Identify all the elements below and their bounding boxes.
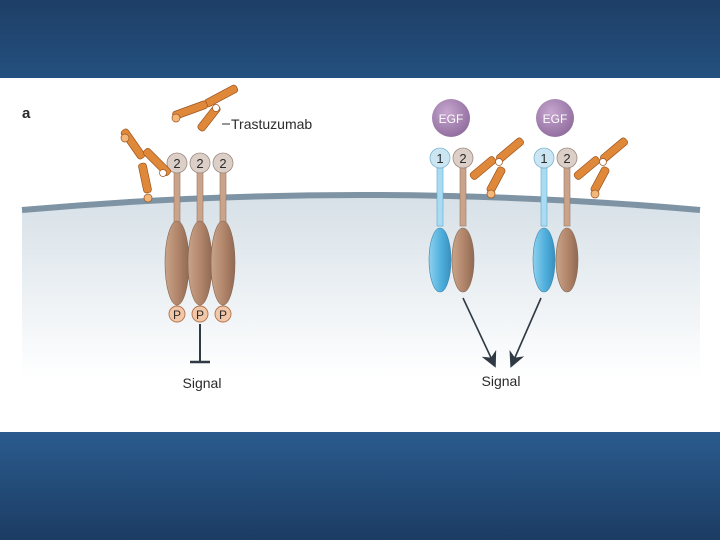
egfr-receptor-2 (532, 147, 556, 293)
egf-ligand (536, 99, 574, 137)
bottom-banner (0, 432, 720, 540)
receptor-diagram: a 2 2 2 P P P Signal Trastuzumab (0, 78, 720, 432)
her2-receptor-2 (187, 169, 213, 306)
domain-circle (189, 152, 211, 174)
domain-label: 2 (459, 151, 466, 166)
her2-receptor-1 (164, 169, 190, 306)
cell-membrane (21, 192, 701, 213)
antibody-bound (120, 128, 171, 203)
phosphate-label: P (196, 308, 204, 322)
her2-receptor-3 (210, 169, 236, 306)
egf-label: EGF (439, 112, 464, 126)
her2-partner-1 (451, 147, 475, 293)
antibody-free (171, 84, 239, 132)
antibody-bound-right-1 (469, 137, 524, 199)
egf-label: EGF (543, 112, 568, 126)
signal-arrow (509, 297, 542, 368)
domain-label: 1 (436, 151, 443, 166)
panel-label: a (22, 105, 31, 122)
domain-circle (212, 152, 234, 174)
antibody-bound-right-2 (573, 137, 628, 199)
left-signal-label: Signal (183, 375, 222, 391)
egf-ligand (432, 99, 470, 137)
domain-label: 2 (173, 156, 180, 171)
her2-partner-2 (555, 147, 579, 293)
phosphate-circle (214, 305, 232, 323)
domain-label: 2 (196, 156, 203, 171)
cytoplasm (22, 195, 700, 378)
trastuzumab-label: Trastuzumab (231, 116, 312, 132)
top-banner (0, 0, 720, 78)
phosphate-label: P (219, 308, 227, 322)
diagram-canvas: a 2 2 2 P P P Signal Trastuzumab (21, 84, 701, 391)
domain-circle (166, 152, 188, 174)
phosphate-circle (168, 305, 186, 323)
egfr-receptor-1 (428, 147, 452, 293)
phosphate-circle (191, 305, 209, 323)
domain-label: 1 (540, 151, 547, 166)
domain-label: 2 (219, 156, 226, 171)
signal-arrow (462, 297, 497, 368)
phosphate-label: P (173, 308, 181, 322)
domain-label: 2 (563, 151, 570, 166)
right-signal-label: Signal (482, 373, 521, 389)
